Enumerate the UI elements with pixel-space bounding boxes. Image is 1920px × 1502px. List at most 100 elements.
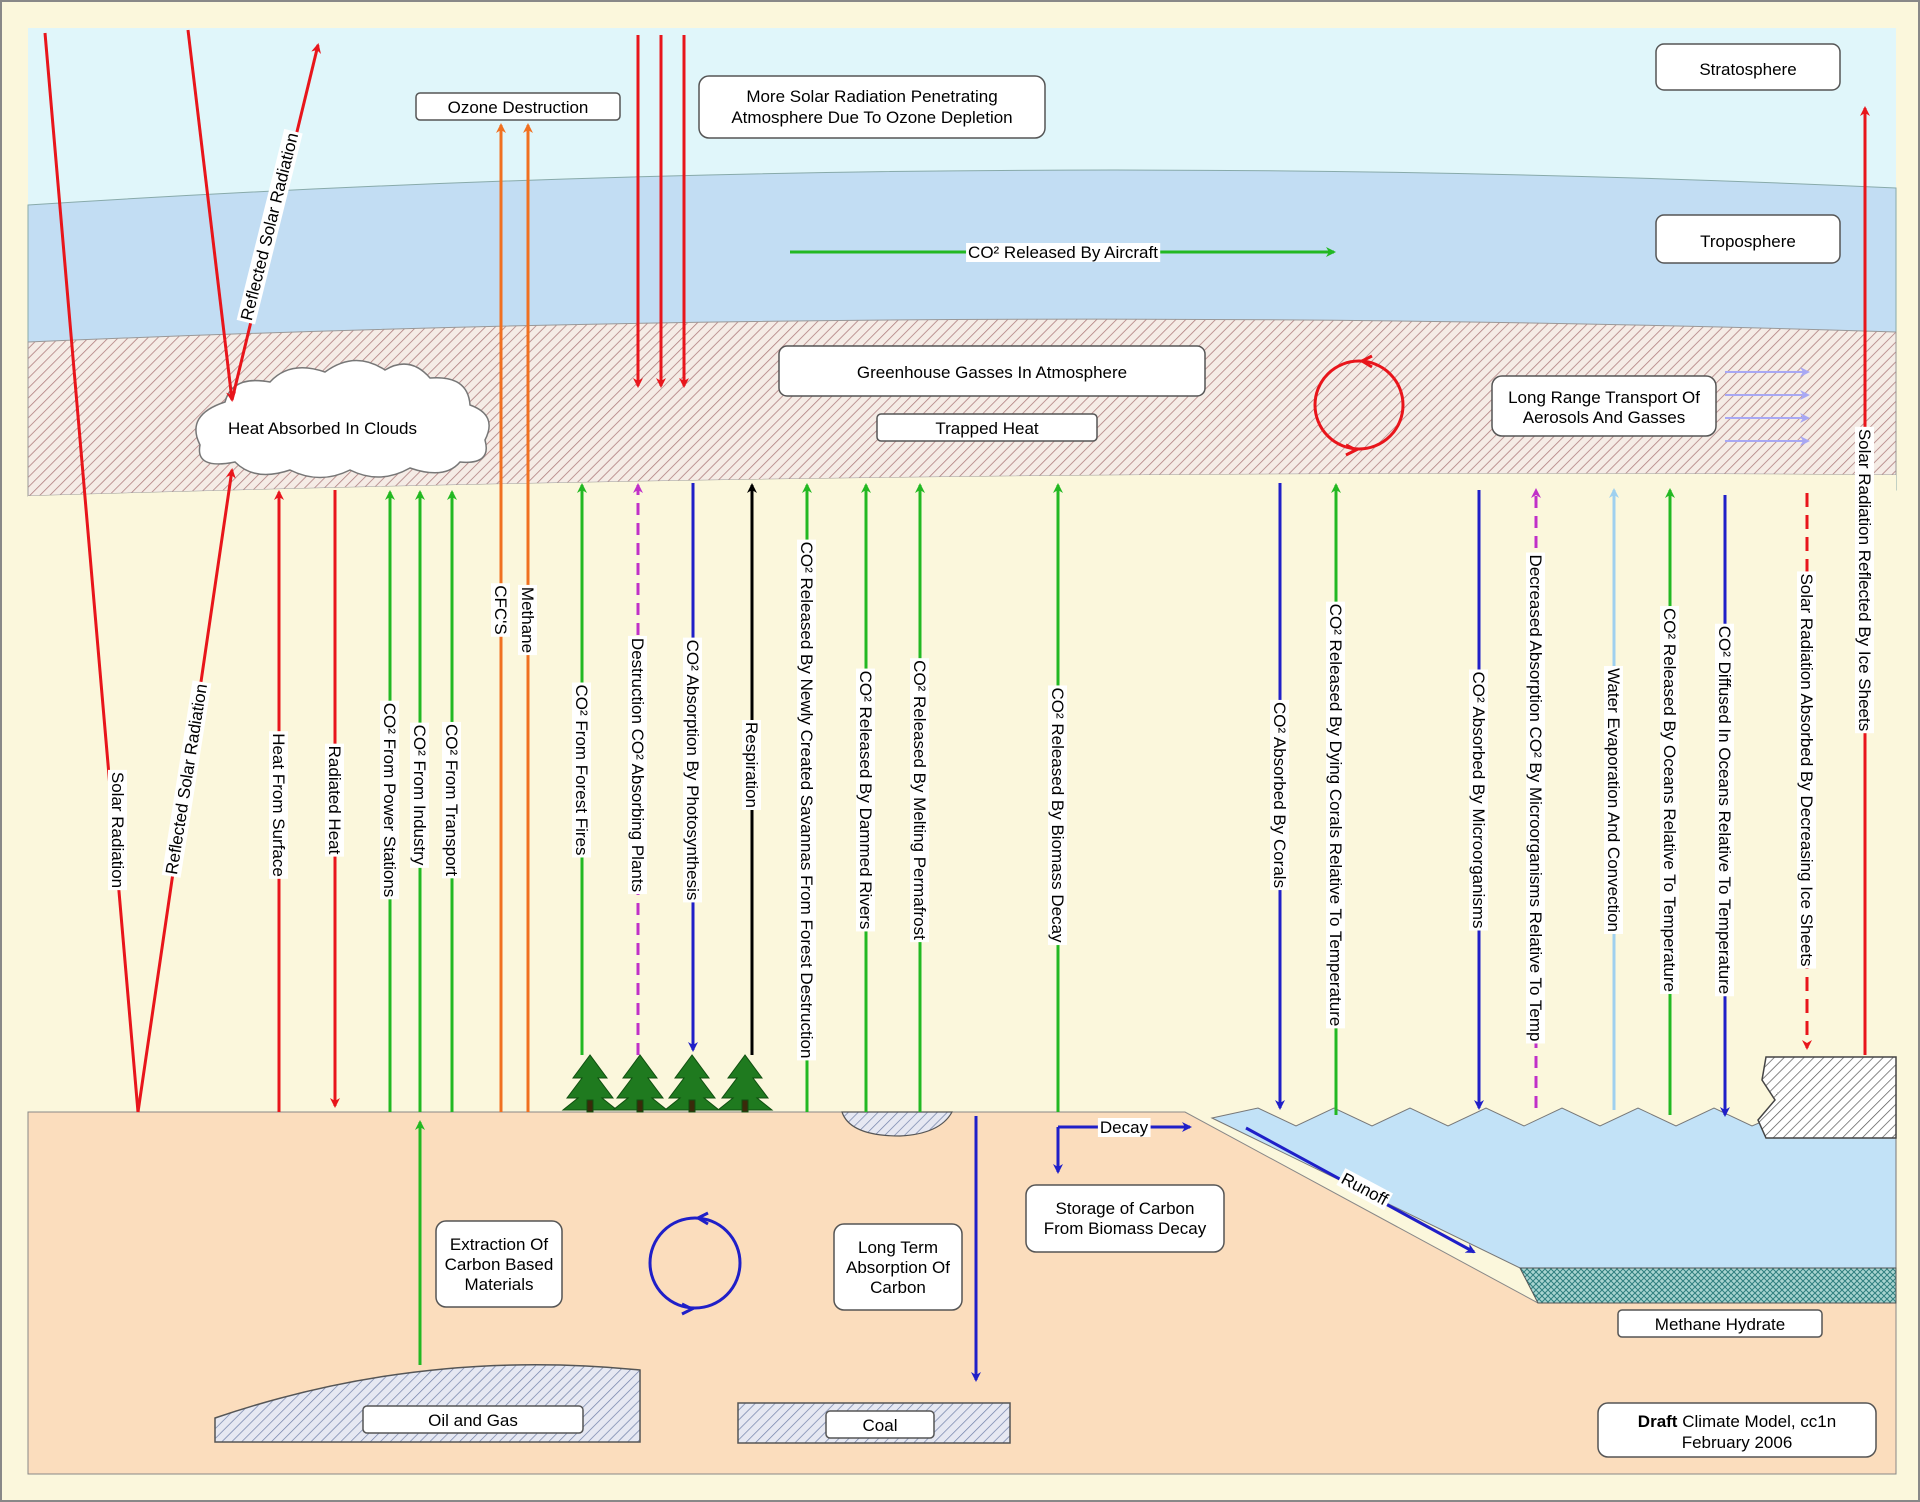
ice-absorbed-label: Solar Radiation Absorbed By Decreasing I… [1797,573,1816,966]
co2-industry-label: CO² From Industry [410,725,429,866]
oil-gas-label: Oil and Gas [428,1411,518,1430]
coal-box [825,1410,935,1439]
label-backing [236,128,303,325]
extraction-box [435,1220,563,1308]
heat-clouds-label: Heat Absorbed In Clouds [228,419,417,438]
lower-air-fill [28,473,1896,500]
tree-icon [716,1054,774,1113]
arrow-labels: Solar Radiation Reflected Solar Radiatio… [108,128,1874,1211]
long-term-line2: Absorption Of [846,1258,950,1277]
trees [561,1054,774,1113]
methane-hydrate-layer [1519,1267,1897,1304]
radiated-heat-label: Radiated Heat [325,746,344,855]
label-backing [856,668,875,932]
greenhouse-cycle-arrow [1358,354,1373,369]
label-backing [491,583,510,637]
label-backing [442,721,461,879]
heat-surface-label: Heat From Surface [269,733,288,877]
decay-label: Decay [1100,1118,1149,1137]
ozone-destruction-box [415,92,621,121]
tree-icon [663,1054,721,1113]
label-backing [518,584,537,656]
more-solar-box [698,75,1046,139]
label-backing [380,700,399,900]
extraction-line1: Extraction Of [450,1235,549,1254]
solar-radiation-label: Solar Radiation [108,772,127,888]
tree-icon [611,1054,669,1113]
permafrost-deposit [841,1111,954,1137]
cfcs-label: CFC'S [491,585,510,635]
greenhouse-label: Greenhouse Gasses In Atmosphere [857,363,1127,382]
respiration-label: Respiration [742,722,761,808]
extraction-line2: Carbon Based [445,1255,554,1274]
more-solar-line1: More Solar Radiation Penetrating [746,87,997,106]
long-range-line2: Aerosols And Gasses [1523,408,1686,427]
label-backing [1336,1168,1394,1211]
label-backing [966,243,1161,262]
label-backing [1855,426,1874,734]
methane-label: Methane [518,587,537,653]
label-backing [161,680,212,878]
ozone-destruction-label: Ozone Destruction [448,98,589,117]
biomass-label: CO² Released By Biomass Decay [1048,687,1067,943]
extraction-line3: Materials [465,1275,534,1294]
trapped-heat-label: Trapped Heat [935,419,1039,438]
ice-reflected-label: Solar Radiation Reflected By Ice Sheets [1855,429,1874,731]
tree-icon [561,1054,619,1113]
label-backing [269,731,288,879]
oil-gas-box [362,1405,584,1434]
label-backing [410,722,429,868]
oceans-rel-label: CO² Released By Oceans Relative To Tempe… [1660,608,1679,992]
label-backing [1097,1118,1151,1137]
label-backing [1604,666,1623,934]
draft-rest: Climate Model, cc1n [1677,1412,1836,1431]
soil-cycle-arrow-2 [681,1302,696,1316]
draft-box [1597,1402,1877,1458]
stratosphere-label: Stratosphere [1699,60,1796,79]
label-backing [742,720,761,810]
label-backing [325,743,344,857]
co2-transport-label: CO² From Transport [442,724,461,876]
solar-radiation-arrow-2 [186,29,237,402]
destruction-label: Destruction CO² Absorbing Plants [628,638,647,892]
label-backing [108,769,127,891]
greenhouse-cycle-arrow-2 [1345,443,1360,457]
evaporation-label: Water Evaporation And Convection [1604,668,1623,932]
label-backing [572,682,591,858]
permafrost-label: CO² Released By Melting Permafrost [910,660,929,940]
coal-label: Coal [863,1416,898,1435]
draft-line1: Draft Climate Model, cc1n [1638,1412,1836,1431]
label-backing [628,635,647,895]
label-backing [683,637,702,903]
long-range-box [1491,375,1717,437]
stratosphere-box [1655,43,1841,91]
aircraft-label: CO² Released By Aircraft [968,243,1158,262]
soil-cycle-arrow [694,1211,709,1226]
label-backing [1660,606,1679,994]
label-backing [1715,623,1734,997]
forest-fires-label: CO² From Forest Fires [572,685,591,856]
greenhouse-cycle-circle [1313,359,1405,451]
label-backing [1326,601,1345,1029]
ice-sheet [1757,1056,1897,1139]
storage-line1: Storage of Carbon [1056,1199,1195,1218]
decreased-label: Decreased Absorption CO² By Microorganis… [1526,555,1545,1042]
more-solar-line2: Atmosphere Due To Ozone Depletion [731,108,1012,127]
long-term-box [833,1223,963,1311]
label-backing [1797,571,1816,969]
label-backing [1048,685,1067,946]
label-backing [910,658,929,943]
diffused-label: CO² Diffused In Oceans Relative To Tempe… [1715,626,1734,995]
soil-cycle-circle [648,1216,742,1310]
draft-bold: Draft [1638,1412,1678,1431]
storage-line2: From Biomass Decay [1044,1219,1207,1238]
dammed-label: CO² Released By Dammed Rivers [856,671,875,930]
methane-hydrate-box [1617,1309,1823,1338]
label-backing [1469,669,1488,931]
corals-abs-label: CO² Absorbed By Corals [1270,702,1289,888]
long-range-line1: Long Range Transport Of [1508,388,1700,407]
long-term-line1: Long Term [858,1238,938,1257]
label-backing [797,539,816,1061]
label-backing [1270,699,1289,891]
